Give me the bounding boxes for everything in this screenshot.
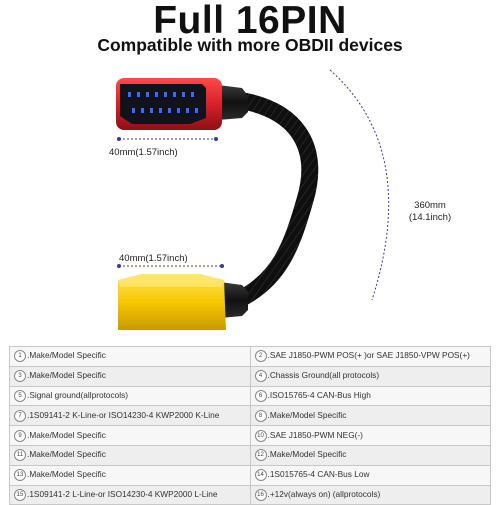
pin-number-badge: 9 xyxy=(14,429,26,442)
pinout-table: 1.Make/Model Specific 2.SAE J1850-PWM PO… xyxy=(9,346,491,505)
table-row: 15.1S09141-2 L-Line-or ISO14230-4 KWP200… xyxy=(9,484,491,505)
table-row: 9.Make/Model Specific 10.SAE J1850-PWM N… xyxy=(9,425,491,446)
pin-label: Make/Model Specific xyxy=(29,449,106,460)
table-row: 3.Make/Model Specific 4.Chassis Ground(a… xyxy=(9,365,491,387)
pin-label: Signal ground(allprotocols) xyxy=(29,390,129,401)
pin-label: Make/Model Specific xyxy=(269,409,347,420)
pin-cell: 14.1S015765-4 CAN-Bus Low xyxy=(249,464,491,486)
pin-number-badge: 1 xyxy=(14,350,26,363)
pin-label: SAE J1850-PWM NEG(-) xyxy=(269,429,363,440)
pin-cell: 8.Make/Model Specific xyxy=(249,405,491,427)
cable-length-mm: 360mm xyxy=(414,200,446,211)
pin-number-badge: 14 xyxy=(254,469,267,482)
pin-label: Chassis Ground(all protocols) xyxy=(269,370,380,381)
pin-number-badge: 5 xyxy=(14,389,26,402)
pin-label: +12v(always on) (allprotocols) xyxy=(269,489,381,500)
pin-label: Make/Model Specific xyxy=(29,370,106,381)
page-subtitle: Compatible with more OBDII devices xyxy=(97,35,403,55)
cable-length-inch: (14.1inch) xyxy=(408,212,452,223)
pin-label: 1S015765-4 CAN-Bus Low xyxy=(269,469,370,480)
pin-number-badge: 6 xyxy=(254,389,267,402)
table-row: 1.Make/Model Specific 2.SAE J1850-PWM PO… xyxy=(9,346,491,367)
pin-cell: 12.Make/Model Specific xyxy=(249,444,491,466)
pin-number-badge: 8 xyxy=(254,409,267,422)
bottom-connector-dimension: 40mm(1.57inch) xyxy=(119,253,188,264)
pin-cell: 10.SAE J1850-PWM NEG(-) xyxy=(249,425,491,446)
page-title: Full 16PIN xyxy=(153,0,347,42)
pin-number-badge: 15 xyxy=(14,488,26,501)
pin-number-badge: 13 xyxy=(14,469,26,482)
pin-cell: 7.1S09141-2 K-Line-or ISO14230-4 KWP2000… xyxy=(9,405,251,427)
pin-cell: 4.Chassis Ground(all protocols) xyxy=(249,365,491,387)
table-row: 5.Signal ground(allprotocols) 6.ISO15765… xyxy=(9,385,491,407)
pin-number-badge: 3 xyxy=(14,370,26,383)
pin-cell: 6.ISO15765-4 CAN-Bus High xyxy=(249,385,491,407)
pin-label: Make/Model Specific xyxy=(29,429,106,440)
cable-length-dimension: 360mm (14.1inch) xyxy=(400,200,460,224)
pin-label: ISO15765-4 CAN-Bus High xyxy=(269,390,371,401)
pin-label: Make/Model Specific xyxy=(29,350,106,361)
pin-cell: 16.+12v(always on) (allprotocols) xyxy=(249,484,491,505)
table-row: 13.Make/Model Specific 14.1S015765-4 CAN… xyxy=(9,464,491,486)
pin-number-badge: 11 xyxy=(14,449,26,462)
pin-label: Make/Model Specific xyxy=(29,469,106,480)
pin-cell: 5.Signal ground(allprotocols) xyxy=(9,385,251,407)
pin-cell: 2.SAE J1850-PWM POS(+ )or SAE J1850-VPW … xyxy=(249,346,491,367)
pin-number-badge: 7 xyxy=(14,409,26,422)
pin-label: 1S09141-2 L-Line-or ISO14230-4 KWP2000 L… xyxy=(29,489,218,500)
pin-cell: 13.Make/Model Specific xyxy=(9,464,251,486)
bottom-connector-body xyxy=(118,274,226,330)
pin-cell: 11.Make/Model Specific xyxy=(9,444,251,466)
pin-number-badge: 16 xyxy=(254,488,267,501)
pin-number-badge: 4 xyxy=(254,370,267,383)
bottom-boot xyxy=(220,282,248,318)
pin-cell: 1.Make/Model Specific xyxy=(9,346,251,367)
pin-number-badge: 10 xyxy=(254,429,267,442)
pin-label: Make/Model Specific xyxy=(269,449,347,460)
pin-cell: 15.1S09141-2 L-Line-or ISO14230-4 KWP200… xyxy=(9,484,251,505)
pin-cell: 9.Make/Model Specific xyxy=(9,425,251,446)
pin-number-badge: 12 xyxy=(254,449,267,462)
top-connector-dimension: 40mm(1.57inch) xyxy=(109,147,178,158)
table-row: 7.1S09141-2 K-Line-or ISO14230-4 KWP2000… xyxy=(9,405,491,427)
pin-label: 1S09141-2 K-Line-or ISO14230-4 KWP2000 K… xyxy=(29,409,220,420)
top-connector-pins xyxy=(128,92,198,113)
pin-number-badge: 2 xyxy=(254,350,267,363)
braided-cable xyxy=(229,91,319,309)
table-row: 11.Make/Model Specific 12.Make/Model Spe… xyxy=(9,444,491,466)
obd-extension-cable-image xyxy=(116,69,390,330)
length-arc xyxy=(329,69,390,301)
top-connector-face xyxy=(120,84,206,124)
pin-cell: 3.Make/Model Specific xyxy=(9,365,251,387)
pin-label: SAE J1850-PWM POS(+ )or SAE J1850-VPW PO… xyxy=(269,350,470,361)
top-boot xyxy=(218,85,248,120)
